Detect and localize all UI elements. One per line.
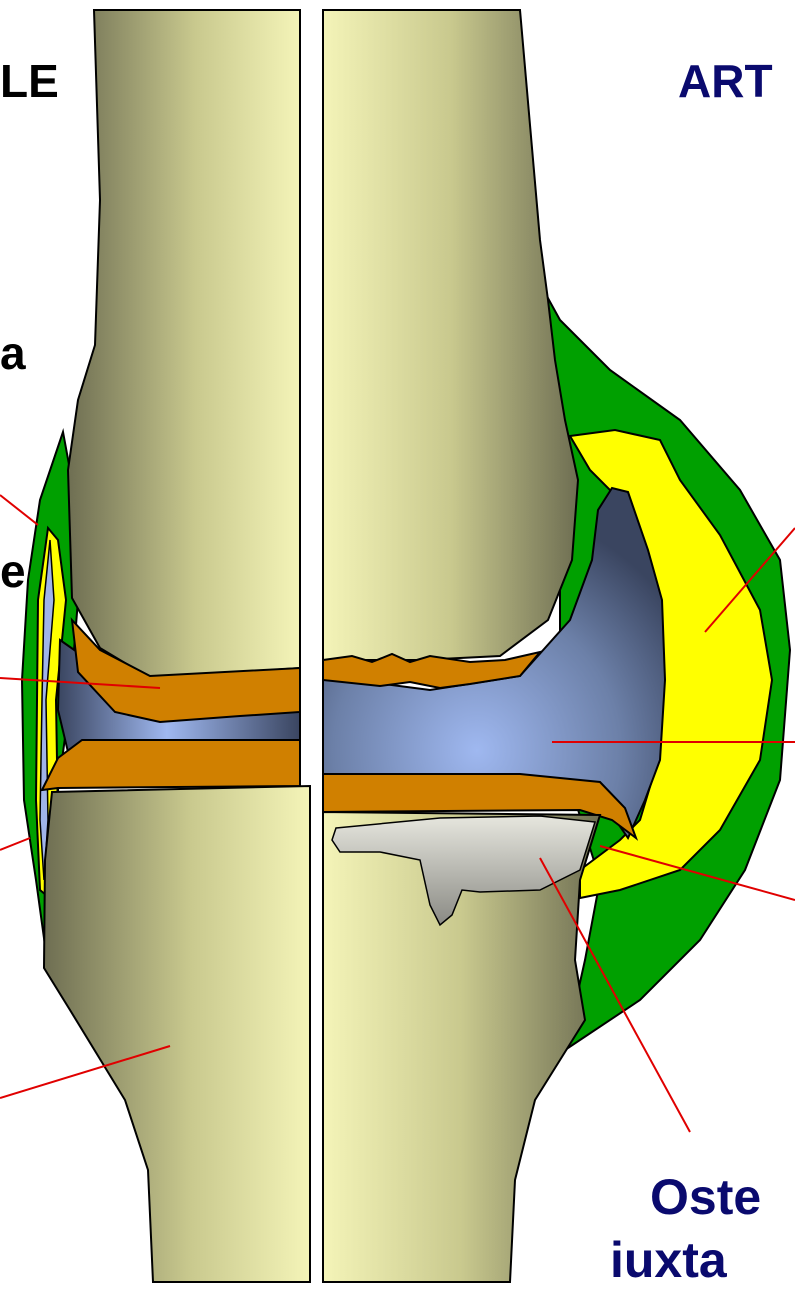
left-label-e: e: [0, 548, 26, 594]
left-title-label: LE: [0, 58, 59, 104]
leader-synovium-left: [0, 838, 30, 850]
osteoporosis-label-line1: Oste: [650, 1172, 761, 1222]
right-femur-bone: [323, 10, 578, 660]
left-label-a: a: [0, 330, 26, 376]
left-tibia-bone: [44, 786, 310, 1282]
osteoporosis-label-line2: iuxta: [610, 1235, 727, 1285]
left-lower-cartilage: [42, 740, 300, 790]
right-title-label: ART: [678, 58, 773, 104]
leader-capsule-left: [0, 495, 38, 525]
left-femur-bone: [68, 10, 300, 678]
